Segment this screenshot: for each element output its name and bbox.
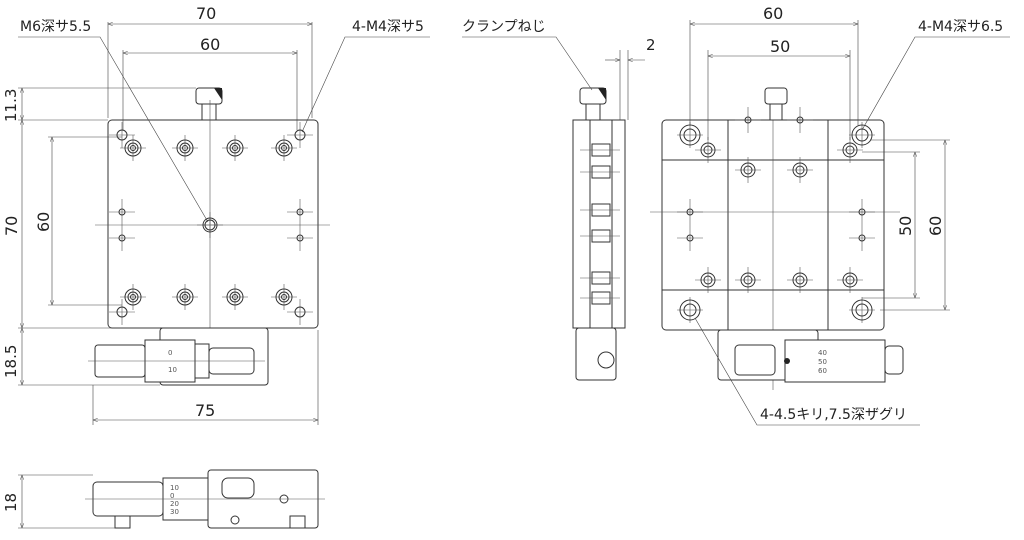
dim-front-width-inner: 60 bbox=[200, 35, 221, 54]
counterbore-hole-icon bbox=[182, 145, 188, 151]
callout-bottom-corner-tap: 4-M4深サ6.5 bbox=[918, 19, 1004, 35]
dim-total-width: 75 bbox=[195, 401, 216, 420]
center-tap-hole-icon bbox=[202, 217, 218, 233]
counterbore-hole-icon bbox=[855, 128, 869, 142]
dim-clamp-offset: 2 bbox=[646, 36, 656, 54]
tap-hole-icon bbox=[740, 272, 756, 288]
callout-corner-tap: 4-M4深サ5 bbox=[352, 19, 424, 35]
counterbore-hole-icon bbox=[176, 288, 194, 306]
dim-bottom-width-outer: 60 bbox=[763, 4, 784, 23]
svg-text:10: 10 bbox=[170, 484, 179, 492]
counterbore-hole-icon bbox=[679, 299, 701, 321]
tap-hole-icon bbox=[845, 145, 855, 155]
dim-bottom-width-inner: 50 bbox=[770, 37, 791, 56]
counterbore-hole-icon bbox=[124, 288, 142, 306]
counterbore-hole-icon bbox=[278, 142, 290, 154]
dim-front-height-outer: 70 bbox=[2, 215, 21, 236]
front-view bbox=[88, 87, 330, 386]
dim-front-height-inner: 60 bbox=[34, 211, 53, 232]
tap-hole-icon bbox=[296, 234, 304, 242]
counterbore-hole-icon bbox=[851, 299, 873, 321]
counterbore-hole-icon bbox=[127, 142, 139, 154]
tap-hole-icon bbox=[703, 275, 713, 285]
counterbore-hole-icon bbox=[179, 142, 191, 154]
svg-text:10: 10 bbox=[168, 366, 177, 374]
dim-top-height: 18 bbox=[2, 492, 20, 512]
counterbore-hole-icon bbox=[855, 303, 869, 317]
top-view: 10 0 20 30 0 10 bbox=[18, 349, 325, 529]
counterbore-hole-icon bbox=[278, 291, 290, 303]
counterbore-hole-icon bbox=[851, 124, 873, 146]
tap-hole-icon bbox=[703, 145, 713, 155]
svg-text:60: 60 bbox=[818, 367, 827, 375]
counterbore-hole-icon bbox=[281, 294, 287, 300]
counterbore-hole-icon bbox=[275, 139, 293, 157]
center-tap-hole-icon bbox=[204, 219, 216, 231]
svg-text:0: 0 bbox=[168, 349, 172, 357]
tap-hole-icon bbox=[740, 162, 756, 178]
counterbore-hole-icon bbox=[130, 294, 136, 300]
counterbore-hole-icon bbox=[275, 288, 293, 306]
counterbore-hole-icon bbox=[179, 291, 191, 303]
counterbore-hole-icon bbox=[127, 291, 139, 303]
counterbore-hole-icon bbox=[232, 294, 238, 300]
counterbore-hole-icon bbox=[182, 294, 188, 300]
tap-hole-icon bbox=[700, 142, 716, 158]
tap-hole-icon bbox=[796, 116, 804, 124]
tap-hole-icon bbox=[792, 162, 808, 178]
side-view bbox=[462, 36, 645, 381]
tap-hole-icon bbox=[842, 142, 858, 158]
tap-hole-icon bbox=[842, 272, 858, 288]
counterbore-hole-icon bbox=[229, 291, 241, 303]
tap-hole-icon bbox=[743, 275, 753, 285]
counterbore-hole-icon bbox=[683, 128, 697, 142]
tap-hole-icon bbox=[858, 208, 866, 216]
callout-counterbore: 4-4.5キリ,7.5深ザグリ bbox=[760, 407, 907, 423]
tap-hole-icon bbox=[116, 306, 128, 318]
dim-micrometer-offset: 18.5 bbox=[2, 344, 20, 378]
dim-bottom-height-inner: 50 bbox=[896, 215, 915, 236]
tap-hole-icon bbox=[686, 234, 694, 242]
tap-hole-icon bbox=[792, 272, 808, 288]
front-dimensions bbox=[18, 22, 430, 425]
counterbore-hole-icon bbox=[281, 145, 287, 151]
svg-text:30: 30 bbox=[170, 508, 179, 516]
dim-front-width-outer: 70 bbox=[196, 4, 217, 23]
counterbore-hole-icon bbox=[232, 145, 238, 151]
bottom-face-view: 40 50 60 bbox=[650, 20, 1010, 426]
svg-text:40: 40 bbox=[818, 349, 827, 357]
tap-hole-icon bbox=[118, 208, 126, 216]
counterbore-hole-icon bbox=[229, 142, 241, 154]
tap-hole-icon bbox=[795, 275, 805, 285]
tap-hole-icon bbox=[296, 208, 304, 216]
tap-hole-icon bbox=[686, 208, 694, 216]
callout-center-tap: M6深サ5.5 bbox=[20, 19, 92, 35]
tap-hole-icon bbox=[845, 275, 855, 285]
counterbore-hole-icon bbox=[124, 139, 142, 157]
svg-text:0: 0 bbox=[170, 492, 174, 500]
dim-bottom-height-outer: 60 bbox=[926, 215, 945, 236]
tap-hole-icon bbox=[294, 306, 306, 318]
tap-hole-icon bbox=[795, 165, 805, 175]
counterbore-hole-icon bbox=[226, 139, 244, 157]
counterbore-hole-icon bbox=[226, 288, 244, 306]
counterbore-hole-icon bbox=[176, 139, 194, 157]
callout-clamp-screw: クランプねじ bbox=[462, 19, 546, 35]
tap-hole-icon bbox=[116, 129, 128, 141]
tap-hole-icon bbox=[744, 116, 752, 124]
tap-hole-icon bbox=[700, 272, 716, 288]
tap-hole-icon bbox=[743, 165, 753, 175]
tap-hole-icon bbox=[294, 129, 306, 141]
tap-hole-icon bbox=[118, 234, 126, 242]
dim-screw-height: 11.3 bbox=[2, 88, 20, 122]
svg-text:50: 50 bbox=[818, 358, 827, 366]
tap-hole-icon bbox=[858, 234, 866, 242]
svg-text:20: 20 bbox=[170, 500, 179, 508]
counterbore-hole-icon bbox=[130, 145, 136, 151]
counterbore-hole-icon bbox=[683, 303, 697, 317]
